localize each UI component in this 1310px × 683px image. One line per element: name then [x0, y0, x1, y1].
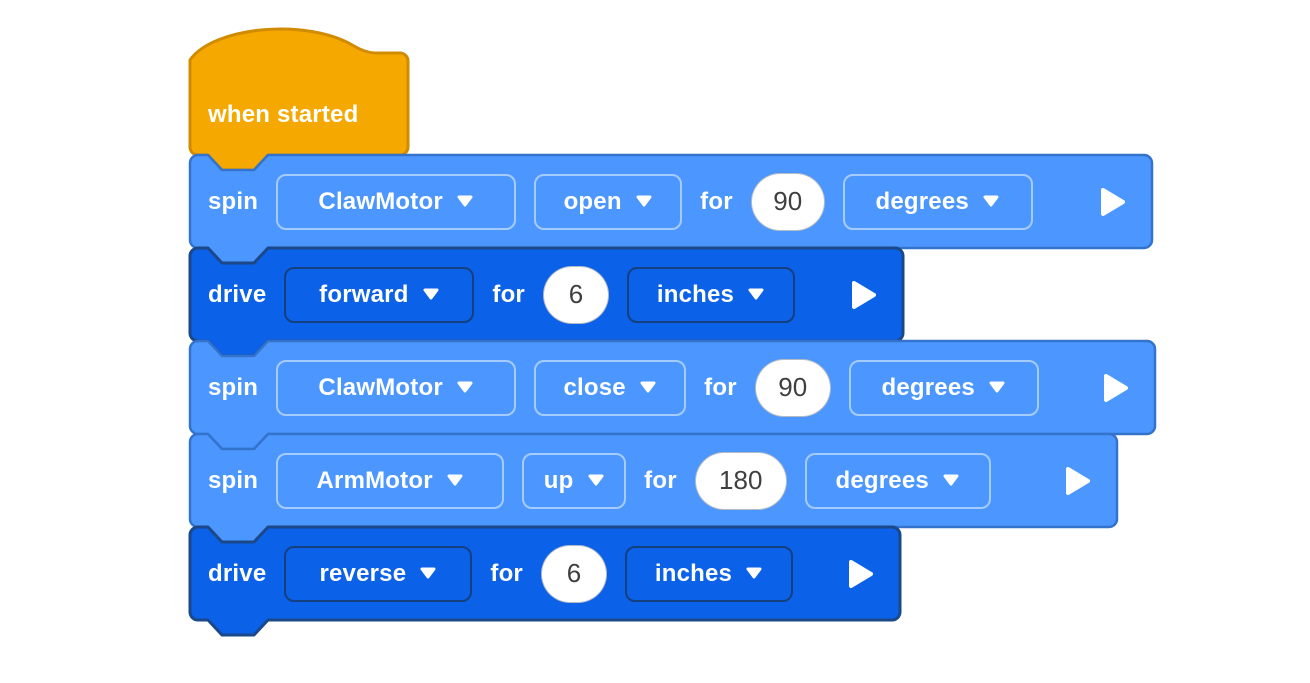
chevron-down-icon: [447, 474, 463, 486]
value-input[interactable]: 6: [540, 544, 607, 603]
for-label: for: [490, 559, 523, 587]
value-text: 90: [778, 372, 808, 402]
chevron-down-icon: [983, 195, 999, 207]
chevron-down-icon: [636, 195, 652, 207]
block-verb-label: spin: [208, 187, 259, 215]
chevron-down-icon: [748, 288, 764, 300]
chevron-down-icon: [746, 567, 762, 579]
expand-arrow-icon[interactable]: [851, 280, 877, 310]
direction-dropdown[interactable]: up: [522, 452, 627, 509]
for-label: for: [644, 466, 677, 494]
for-label: for: [492, 280, 525, 308]
chevron-down-icon: [423, 288, 439, 300]
unit-dropdown[interactable]: inches: [626, 266, 795, 323]
block-verb-label: spin: [208, 373, 259, 401]
direction-dropdown[interactable]: reverse: [284, 545, 473, 602]
value-input[interactable]: 90: [754, 358, 831, 417]
dropdown-value: degrees: [835, 466, 929, 494]
value-text: 6: [568, 279, 584, 309]
value-input[interactable]: 6: [542, 265, 609, 324]
block-when-started[interactable]: when started: [188, 27, 410, 172]
value-text: 6: [566, 558, 582, 588]
motor-dropdown[interactable]: ClawMotor: [276, 173, 517, 230]
block-shape: [188, 339, 1157, 451]
chevron-down-icon: [640, 381, 656, 393]
value-text: 90: [773, 186, 803, 216]
block-verb-label: drive: [208, 559, 267, 587]
chevron-down-icon: [457, 195, 473, 207]
chevron-down-icon: [943, 474, 959, 486]
motor-dropdown[interactable]: ArmMotor: [276, 452, 505, 509]
block-drive-forward[interactable]: drive forward for 6 inches: [188, 246, 905, 358]
dropdown-value: degrees: [875, 187, 969, 215]
chevron-down-icon: [457, 381, 473, 393]
value-input[interactable]: 90: [750, 172, 825, 231]
expand-arrow-icon[interactable]: [848, 559, 874, 589]
direction-dropdown[interactable]: close: [534, 359, 687, 416]
block-drive-reverse[interactable]: drive reverse for 6 inches: [188, 525, 902, 637]
dropdown-value: ClawMotor: [318, 187, 443, 215]
direction-dropdown[interactable]: forward: [284, 266, 475, 323]
expand-arrow-icon[interactable]: [1103, 373, 1129, 403]
hat-label: when started: [208, 100, 359, 128]
dropdown-value: reverse: [319, 559, 407, 587]
chevron-down-icon: [989, 381, 1005, 393]
expand-arrow-icon[interactable]: [1065, 466, 1091, 496]
dropdown-value: degrees: [881, 373, 975, 401]
expand-arrow-icon[interactable]: [1100, 187, 1126, 217]
dropdown-value: ArmMotor: [316, 466, 433, 494]
direction-dropdown[interactable]: open: [534, 173, 683, 230]
dropdown-value: up: [543, 466, 574, 494]
unit-dropdown[interactable]: degrees: [804, 452, 991, 509]
dropdown-value: ClawMotor: [318, 373, 443, 401]
for-label: for: [700, 187, 733, 215]
block-spin-claw-open[interactable]: spin ClawMotor open for 90 degrees: [188, 153, 1154, 265]
value-input[interactable]: 180: [694, 451, 787, 510]
block-verb-label: drive: [208, 280, 267, 308]
dropdown-value: forward: [319, 280, 409, 308]
chevron-down-icon: [588, 474, 603, 486]
dropdown-value: inches: [656, 280, 735, 308]
block-shape: [188, 153, 1154, 265]
block-verb-label: spin: [208, 466, 259, 494]
unit-dropdown[interactable]: degrees: [848, 359, 1039, 416]
unit-dropdown[interactable]: inches: [624, 545, 793, 602]
chevron-down-icon: [420, 567, 436, 579]
block-shape: [188, 432, 1119, 544]
motor-dropdown[interactable]: ClawMotor: [276, 359, 517, 416]
for-label: for: [704, 373, 737, 401]
value-text: 180: [719, 465, 763, 495]
unit-dropdown[interactable]: degrees: [842, 173, 1033, 230]
dropdown-value: open: [563, 187, 622, 215]
block-spin-claw-close[interactable]: spin ClawMotor close for 90 degrees: [188, 339, 1157, 451]
dropdown-value: inches: [654, 559, 733, 587]
block-spin-arm-up[interactable]: spin ArmMotor up for 180 degrees: [188, 432, 1119, 544]
dropdown-value: close: [563, 373, 626, 401]
